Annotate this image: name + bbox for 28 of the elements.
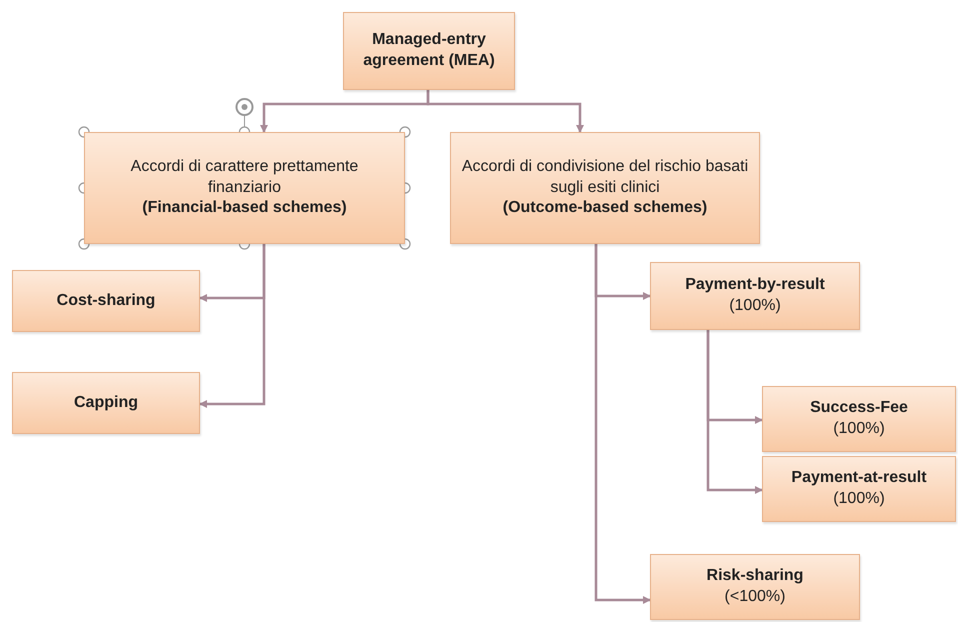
process-box	[12, 270, 200, 332]
box-subtitle: (100%)	[833, 419, 885, 439]
box-subtitle: (100%)	[833, 489, 885, 509]
connector-arrow	[199, 244, 266, 408]
process-box	[84, 132, 405, 244]
process-box	[650, 554, 860, 620]
process-box	[450, 132, 760, 244]
box-title: Cost-sharing	[56, 290, 156, 311]
box-title: Capping	[74, 392, 138, 413]
box-title: Managed-entry agreement (MEA)	[362, 30, 496, 71]
box-title: Accordi di carattere prettamente finanziario	[130, 156, 360, 198]
box-subtitle: (Outcome-based schemes)	[502, 198, 708, 218]
process-box	[343, 12, 515, 90]
connector-arrow	[426, 90, 584, 133]
process-box	[12, 372, 200, 434]
process-box	[762, 456, 956, 522]
box-title: Accordi di condivisione del rischio basati sugli esiti clinici	[460, 156, 750, 198]
connector-arrow	[706, 330, 763, 494]
box-subtitle: (<100%)	[724, 587, 786, 607]
box-subtitle: (100%)	[729, 296, 781, 316]
box-subtitle: (Financial-based schemes)	[142, 198, 347, 218]
process-box	[762, 386, 956, 452]
box-title: Risk-sharing	[706, 566, 804, 586]
process-box	[650, 262, 860, 330]
box-title: Payment-at-result	[791, 468, 927, 488]
box-title: Payment-by-result	[685, 275, 825, 296]
box-title: Success-Fee	[810, 398, 908, 418]
connector-arrow	[594, 244, 651, 604]
